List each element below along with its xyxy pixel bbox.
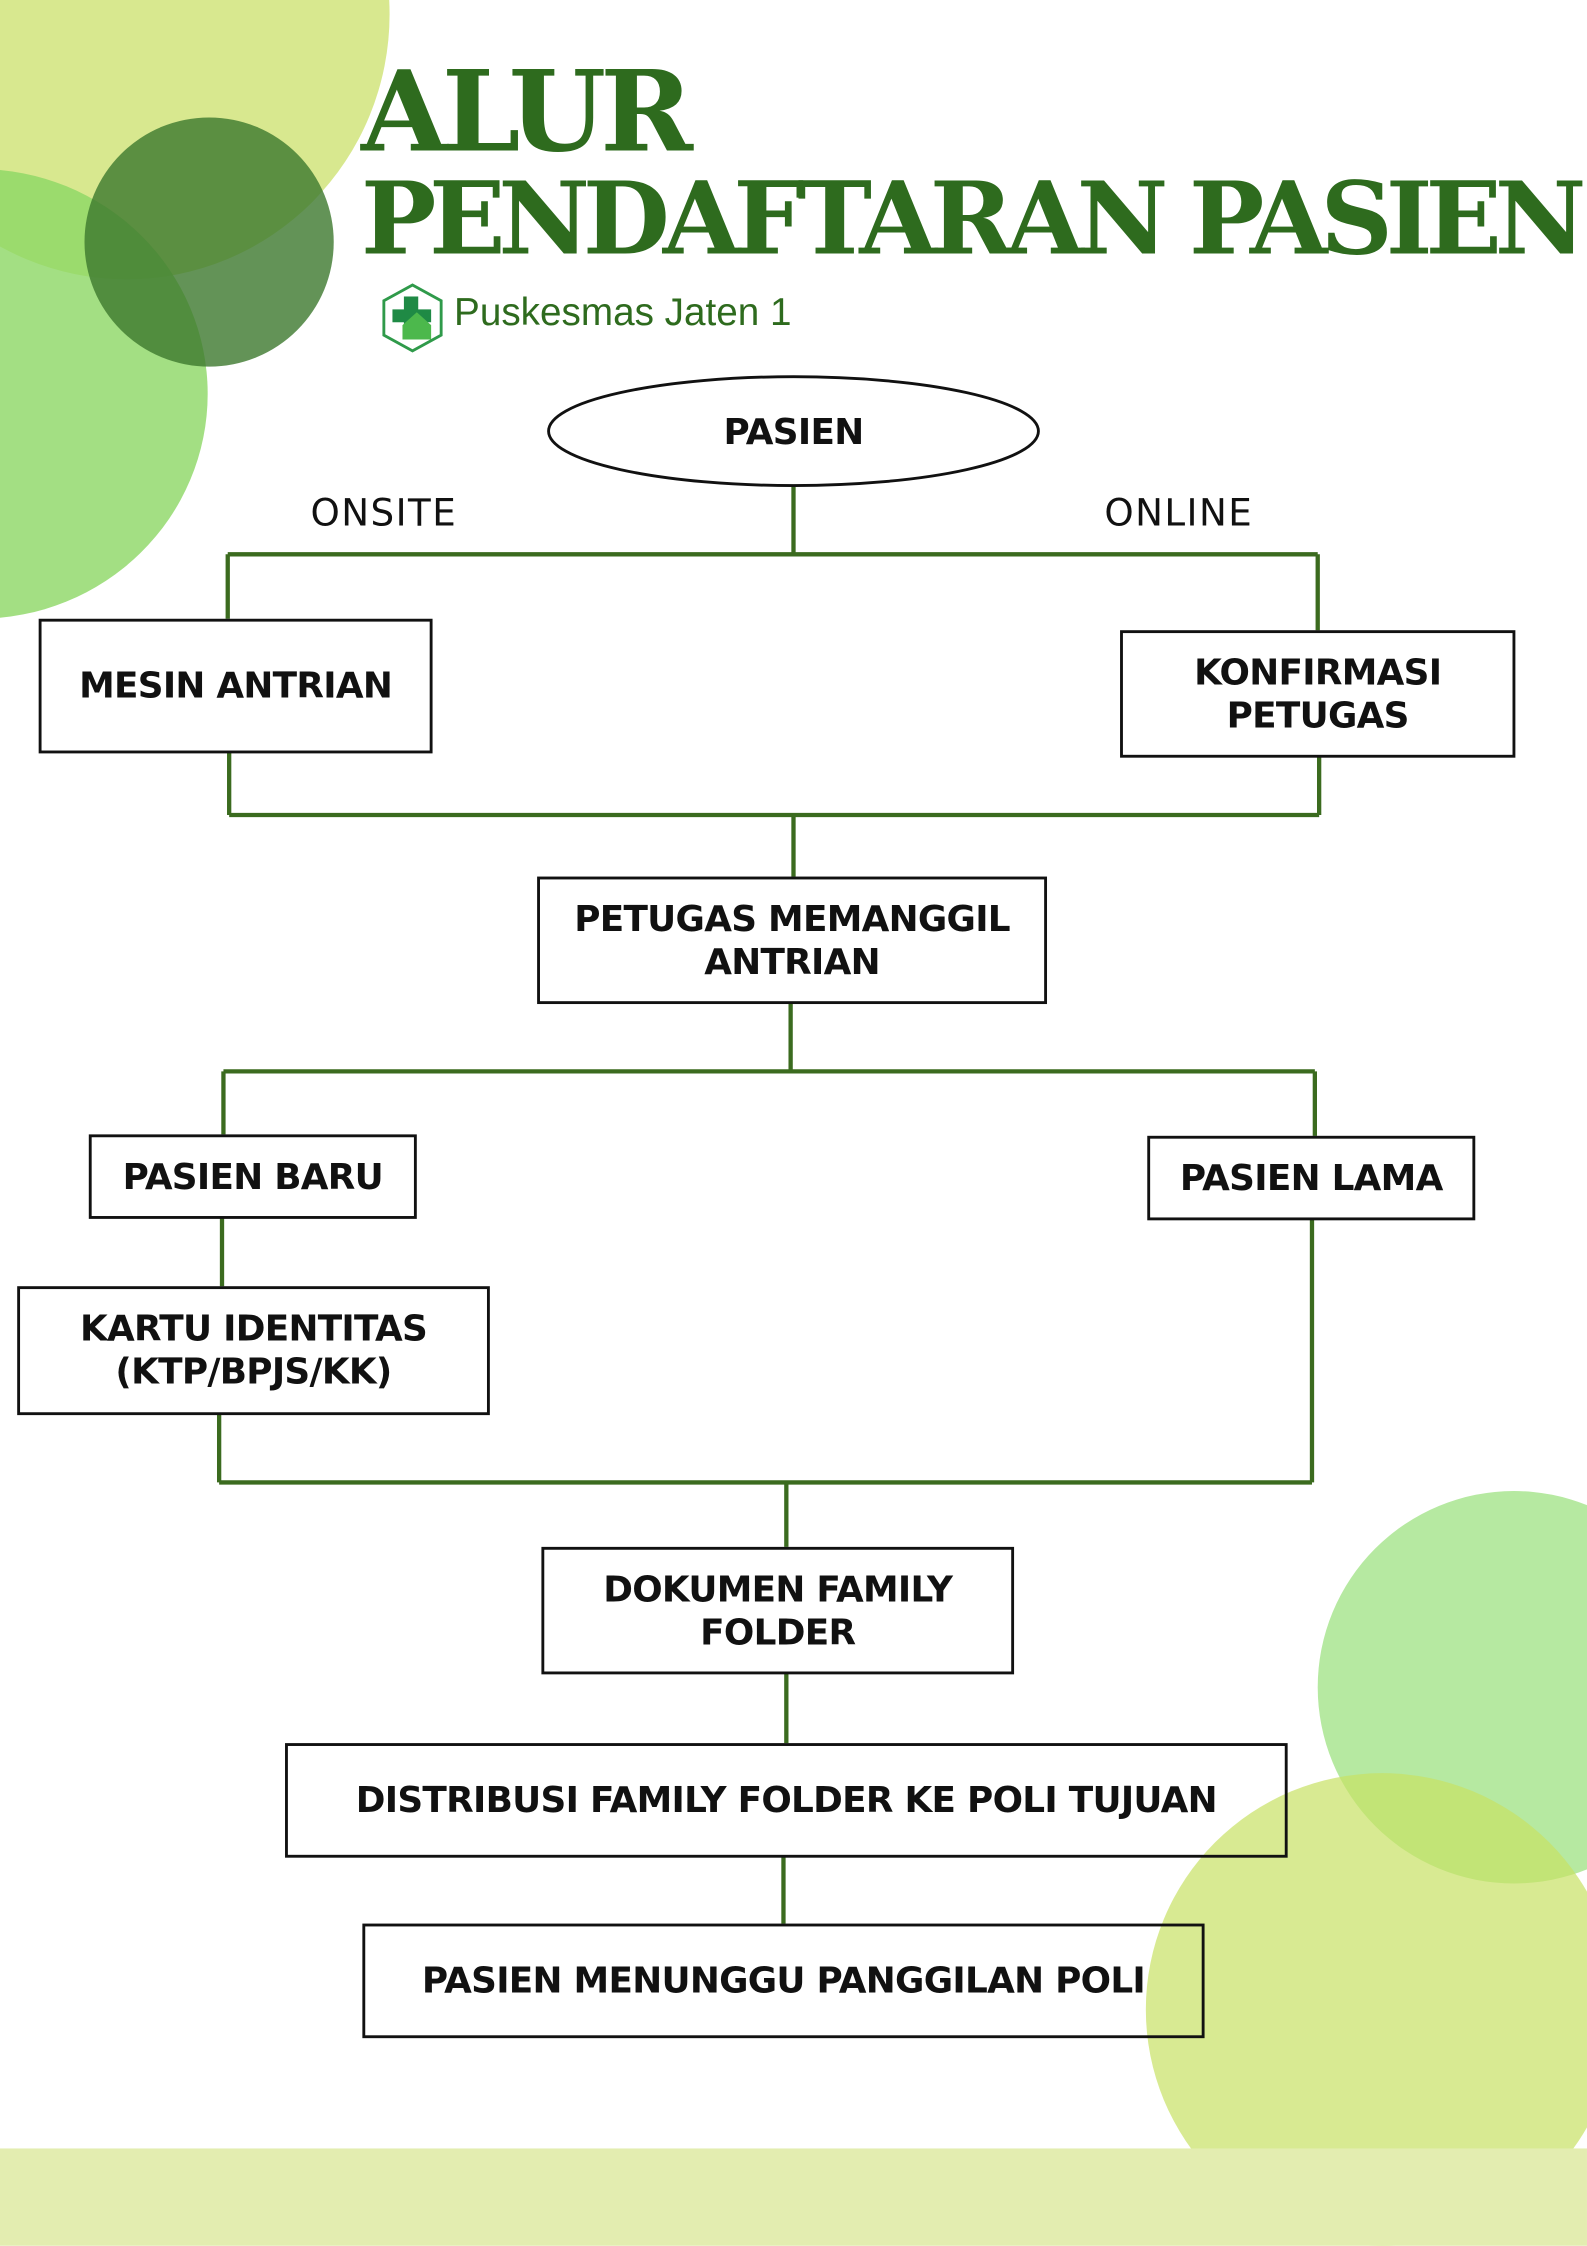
node-konfirmasi-petugas: KONFIRMASI PETUGAS bbox=[1120, 630, 1516, 758]
node-pasien-baru: PASIEN BARU bbox=[88, 1134, 417, 1219]
bottom-band bbox=[0, 2148, 1587, 2246]
node-pasien-menunggu: PASIEN MENUNGGU PANGGILAN POLI bbox=[362, 1923, 1205, 2039]
logo-text: Puskesmas Jaten 1 bbox=[454, 290, 792, 334]
node-distribusi: DISTRIBUSI FAMILY FOLDER KE POLI TUJUAN bbox=[285, 1743, 1288, 1858]
node-kartu-identitas: KARTU IDENTITAS (KTP/BPJS/KK) bbox=[17, 1286, 490, 1416]
node-pasien-lama: PASIEN LAMA bbox=[1147, 1135, 1476, 1221]
logo-icon bbox=[382, 283, 443, 353]
title-line2: PENDAFTARAN PASIEN bbox=[360, 158, 1586, 278]
node-mesin-antrian: MESIN ANTRIAN bbox=[38, 618, 433, 754]
title-line1: ALUR bbox=[360, 47, 693, 178]
node-dokumen-family-folder: DOKUMEN FAMILY FOLDER bbox=[541, 1546, 1015, 1675]
connector bbox=[227, 751, 1322, 877]
node-pasien: PASIEN bbox=[723, 410, 865, 452]
connector bbox=[225, 486, 1320, 631]
start-ellipse bbox=[547, 375, 1040, 487]
connector bbox=[781, 1672, 789, 1924]
connector bbox=[216, 1217, 1315, 1547]
label-onsite: ONSITE bbox=[310, 492, 458, 536]
label-online: ONLINE bbox=[1104, 492, 1254, 536]
connector bbox=[221, 1002, 1317, 1136]
deco-circle-dark bbox=[84, 117, 334, 367]
node-petugas-memanggil: PETUGAS MEMANGGIL ANTRIAN bbox=[537, 876, 1048, 1005]
